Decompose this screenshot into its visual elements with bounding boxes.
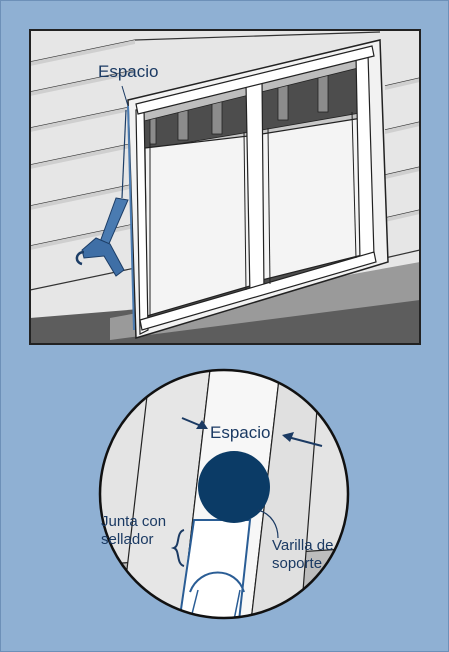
joint-label-line2: sellador [101, 531, 154, 548]
backer-rod [198, 451, 270, 523]
rod-label-line2: soporte [272, 555, 322, 572]
top-gap-label: Espacio [98, 62, 158, 82]
window-illustration [30, 30, 420, 344]
detail-gap-label: Espacio [209, 423, 271, 443]
rod-label-line1: Varilla de [272, 537, 333, 554]
joint-label-line1: Junta con [101, 513, 166, 530]
